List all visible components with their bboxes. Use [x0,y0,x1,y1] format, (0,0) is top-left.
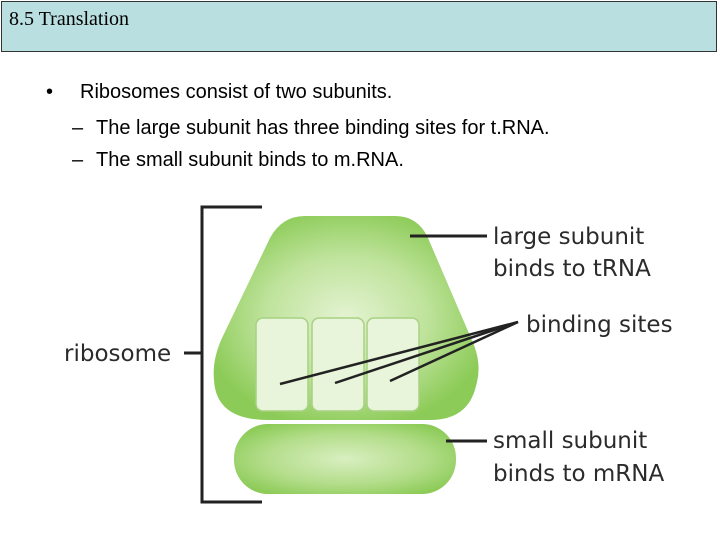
small-subunit [234,424,456,494]
binding-site-pointer [389,320,519,383]
dash-icon: – [72,117,84,139]
large-subunit-sublabel: binds to tRNA [493,256,651,282]
bullet-item: • Ribosomes consist of two subunits. [46,81,392,104]
title-bar: 8.5 Translation [1,1,717,52]
bullet-dot-icon: • [46,81,54,103]
binding-site [311,317,365,412]
sub-bullet-text: The large subunit has three binding site… [96,117,550,139]
large-subunit-label: large subunit [493,224,644,250]
binding-site [255,317,309,412]
ribosome-label: ribosome [64,341,171,367]
binding-site-pointer [334,320,519,385]
sub-bullet-text: The small subunit binds to m.RNA. [96,149,404,171]
dash-icon: – [72,149,84,171]
binding-site-pointer [279,320,519,386]
sub-bullet-item: –The large subunit has three binding sit… [72,117,550,140]
binding-sites-label: binding sites [526,312,673,338]
small-subunit-sublabel: binds to mRNA [493,461,664,487]
small-subunit-label: small subunit [493,428,647,454]
sub-bullet-item: –The small subunit binds to m.RNA. [72,149,404,172]
bullet-text: Ribosomes consist of two subunits. [80,81,393,103]
slide-title: 8.5 Translation [9,8,130,30]
